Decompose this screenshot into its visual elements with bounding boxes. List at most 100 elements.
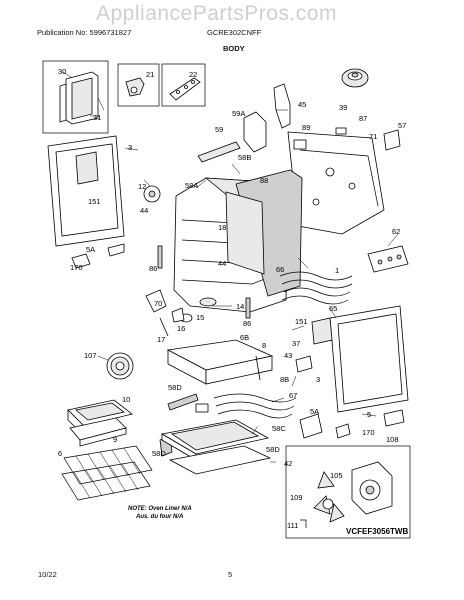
callout-21: 21 [146,70,154,79]
callout-59: 59 [215,125,223,134]
callout-86-bottom: 86 [243,319,251,328]
section-title: BODY [223,44,245,53]
callout-6b: 6B [240,333,249,342]
callout-15: 15 [196,313,204,322]
watermark: AppliancePartsPros.com [96,2,337,25]
callout-17: 17 [157,335,165,344]
part-108-convection-fan [285,445,411,539]
callout-107: 107 [84,351,97,360]
callout-43: 43 [284,351,292,360]
part-6-oven-racks [61,445,153,501]
part-59-strip [197,141,241,163]
callout-31: 31 [93,113,101,122]
part-42-bracket [168,445,272,475]
callout-6: 6 [58,449,62,458]
callout-8: 8 [262,341,266,350]
callout-22: 22 [189,70,197,79]
part-39-blower [341,68,369,88]
callout-30: 30 [58,67,66,76]
part-58d-strip-a [167,393,199,411]
callout-58a: 58A [185,181,198,190]
callout-14: 14 [236,302,244,311]
callout-70: 70 [154,299,162,308]
part-5a-170-left [71,243,125,269]
parts-frame-21 [117,63,160,107]
part-3-door-panel [311,305,409,413]
callout-151-right: 151 [295,317,308,326]
callout-16: 16 [177,324,185,333]
callout-44-mid: 44 [218,259,226,268]
part-62-terminal-block [367,245,409,273]
publication-number: Publication No: 5996731827 [37,28,132,37]
callout-58d-mid: 58D [152,449,166,458]
footer-date: 10/22 [38,570,57,579]
callout-44-top: 44 [140,206,148,215]
callout-8b: 8B [280,375,289,384]
callout-88: 88 [260,176,268,185]
part-86-rod-b [245,297,251,319]
part-9-pan [69,417,127,447]
part-67-bake-element [195,393,297,419]
callout-9: 9 [113,435,117,444]
model-number: GCRE302CNFF [207,28,262,37]
part-16-lamp [171,307,185,323]
callout-57: 57 [398,121,406,130]
part-8-bolt [255,355,261,381]
callout-58d-right: 58D [266,445,280,454]
part-12-sensor [143,185,161,203]
callout-105: 105 [330,471,343,480]
part-3-side-panel [47,135,125,247]
part-5a-170-right [299,409,405,439]
callout-108: 108 [386,435,399,444]
callout-5: 5 [367,410,371,419]
callout-3-side: 3 [128,143,132,152]
part-43-fastener [295,355,313,373]
parts-frame-22 [161,63,206,107]
callout-42: 42 [284,459,292,468]
callout-71: 71 [369,132,377,141]
part-58a-oven-cavity [173,169,303,313]
callout-59a: 59A [232,109,245,118]
callout-89: 89 [302,123,310,132]
callout-5a-left: 5A [86,245,95,254]
callout-151-left: 151 [88,197,101,206]
callout-39: 39 [339,103,347,112]
part-59a-bracket [243,111,267,153]
callout-170-right: 170 [362,428,375,437]
callout-10: 10 [122,395,130,404]
part-broil-pan [166,339,274,385]
callout-18: 18 [218,223,226,232]
callout-45: 45 [298,100,306,109]
leader-lines [97,97,399,463]
part-45-bracket [273,83,291,129]
callout-58d-top: 58D [168,383,182,392]
parts-frame-30-31 [42,60,109,134]
part-58c-bottom-panel [160,419,270,461]
callout-37: 37 [292,339,300,348]
callout-109: 109 [290,493,303,502]
oven-liner-note: NOTE: Oven Liner N/A [128,506,192,512]
callout-65: 65 [329,304,337,313]
part-107-light-lens [106,352,134,380]
footer-page-number: 5 [228,570,233,579]
oven-liner-note-french: Aus. du four N/A [135,514,183,520]
part-71-back-panel [287,127,401,235]
part-86-rod-a [157,245,163,269]
callout-86-top: 86 [149,264,157,273]
callout-58c: 58C [272,424,286,433]
callout-58b: 58B [238,153,251,162]
callout-12: 12 [138,182,146,191]
part-14-knob [199,297,217,307]
callout-67: 67 [289,391,297,400]
callout-87: 87 [359,114,367,123]
callout-5a-right: 5A [310,407,319,416]
callout-170-left: 170 [70,263,83,272]
callout-111: 111 [287,521,298,530]
part-66-broil-element [279,271,353,305]
diagram-code: VCFEF3056TWB [346,527,408,536]
callout-66: 66 [276,265,284,274]
callout-62: 62 [392,227,400,236]
callout-3-door: 3 [316,375,320,384]
callout-1: 1 [335,266,339,275]
